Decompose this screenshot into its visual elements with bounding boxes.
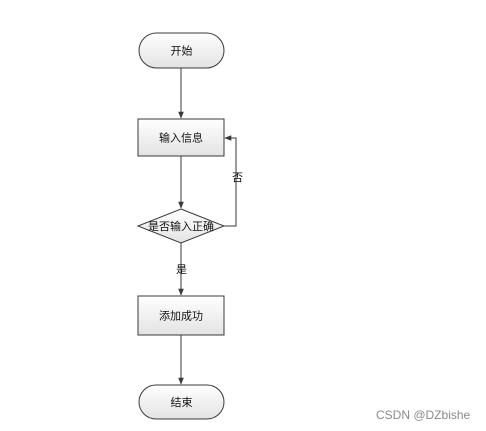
end-node-shape [138, 384, 225, 420]
decision-node-label: 是否输入正确 [148, 219, 214, 233]
end-node: 结束 [138, 384, 225, 420]
input-node-label: 输入信息 [159, 131, 203, 145]
decision-node-shape [136, 208, 226, 244]
edge-label-yes: 是 [176, 263, 187, 276]
watermark-text: CSDN @DZbishe [376, 408, 471, 422]
input-node-shape [137, 118, 225, 157]
success-node-label: 添加成功 [159, 309, 203, 323]
success-node: 添加成功 [137, 295, 225, 336]
edge-label-no: 否 [232, 171, 243, 184]
input-node: 输入信息 [137, 118, 225, 157]
edges [178, 68, 237, 385]
success-node-shape [137, 295, 225, 336]
start-node-shape [138, 32, 225, 69]
decision-node: 是否输入正确 [136, 208, 226, 244]
start-node: 开始 [138, 32, 225, 69]
edge-decision-no-to-input [224, 135, 237, 227]
end-node-label: 结束 [171, 396, 193, 409]
start-node-label: 开始 [171, 44, 193, 58]
